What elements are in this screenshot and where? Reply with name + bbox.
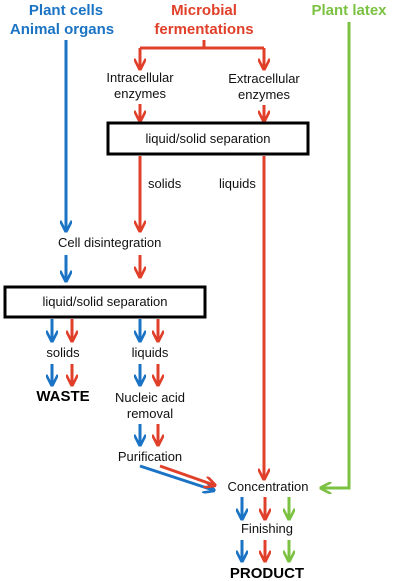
label-nucleic-2: removal [127,406,173,421]
source-plant-latex: Plant latex [311,2,387,19]
arrow-purification-blue [139,464,213,490]
label-separation-bottom: liquid/solid separation [42,294,167,309]
label-liquids-top: liquids [219,176,256,191]
label-extracellular-1: Extracellular [228,71,300,86]
source-animal-organs: Animal organs [10,21,114,38]
label-cell-disintegration: Cell disintegration [58,235,161,250]
box-separation-top [106,121,310,156]
label-product: PRODUCT [230,565,304,581]
label-intracellular-1: Intracellular [106,70,174,85]
label-intracellular-2: enzymes [114,86,167,101]
label-nucleic-1: Nucleic acid [115,390,185,405]
box-separation-bottom [3,285,207,319]
label-waste: WASTE [36,388,89,405]
source-microbial: Microbial [171,2,237,19]
source-fermentations: fermentations [154,21,253,38]
source-plant-cells: Plant cells [29,2,103,19]
arrow-latex-to-concentration [322,22,351,488]
label-finishing: Finishing [241,521,293,536]
label-liquids-bottom: liquids [132,345,169,360]
label-concentration: Concentration [228,479,309,494]
label-separation-top: liquid/solid separation [145,131,270,146]
label-solids-top: solids [148,176,182,191]
label-solids-bottom: solids [46,345,80,360]
label-purification: Purification [118,449,182,464]
label-extracellular-2: enzymes [238,87,291,102]
arrow-purification-red [159,464,214,485]
